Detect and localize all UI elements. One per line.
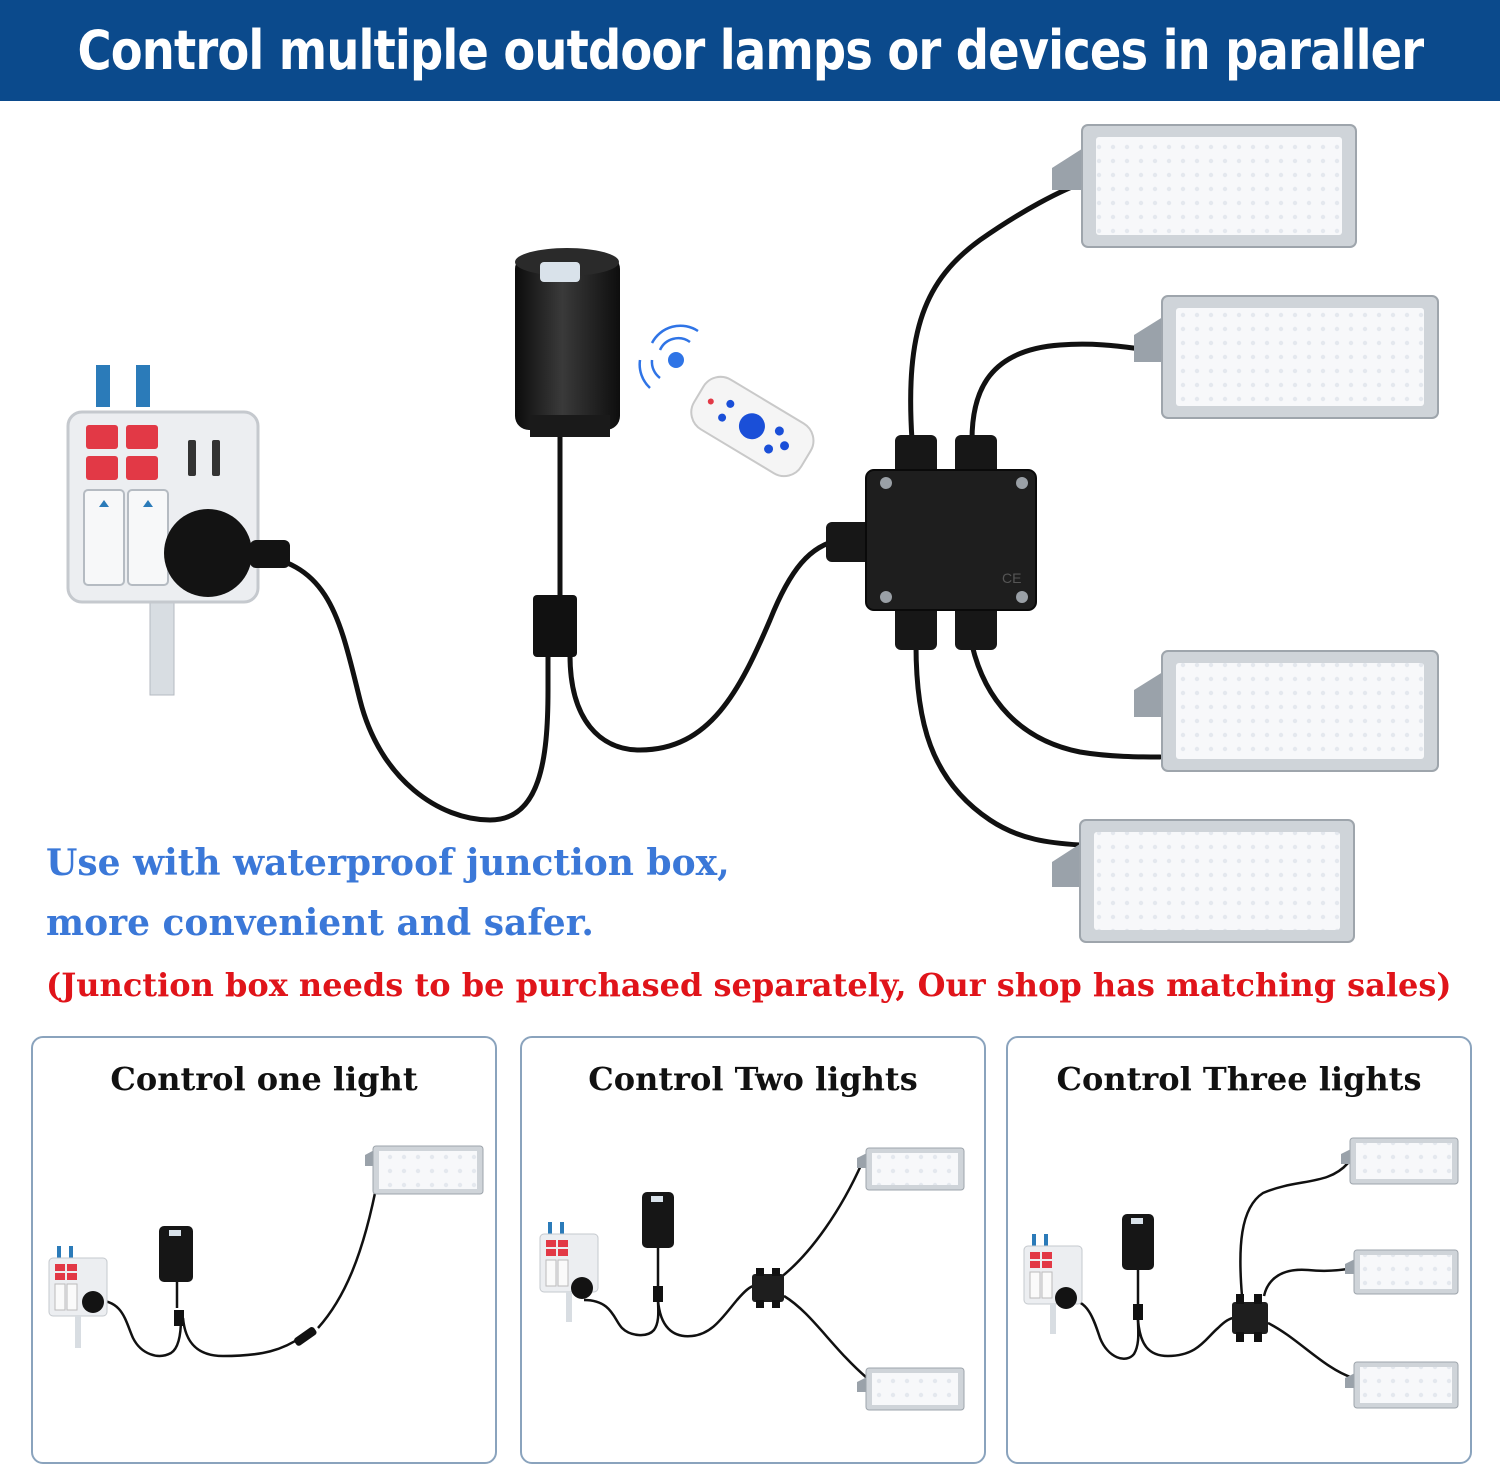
flood-lamp-bottom xyxy=(1345,1361,1459,1409)
wall-socket-icon xyxy=(539,1222,599,1322)
flood-lamp-2 xyxy=(1134,295,1439,419)
receiver-controller-icon xyxy=(159,1226,193,1326)
wall-socket-icon xyxy=(66,365,290,696)
flood-lamp-top xyxy=(1341,1137,1459,1185)
panel-one-diagram xyxy=(48,1145,484,1358)
panel-two-lights: Control Two lights xyxy=(520,1036,986,1464)
panel-title: Control Three lights xyxy=(1056,1060,1422,1098)
ce-mark: CE xyxy=(1002,570,1021,586)
panel-two-diagram xyxy=(539,1147,965,1411)
main-wiring-diagram: CE xyxy=(66,124,1439,943)
panel-title: Control Two lights xyxy=(588,1060,918,1098)
panel-three-lights: Control Three lights xyxy=(1006,1036,1472,1464)
wall-socket-icon xyxy=(48,1246,108,1348)
junction-box-icon xyxy=(1232,1294,1268,1342)
flood-lamp-top xyxy=(857,1147,965,1191)
cables xyxy=(247,177,1163,848)
panel-title: Control one light xyxy=(110,1060,418,1098)
wall-socket-icon xyxy=(1023,1234,1083,1334)
panel-three-diagram xyxy=(1023,1137,1459,1409)
receiver-controller-icon xyxy=(642,1192,674,1302)
remote-control-icon xyxy=(638,324,815,478)
junction-box-icon xyxy=(752,1268,784,1308)
flood-lamp-4 xyxy=(1052,819,1355,943)
flood-lamp xyxy=(365,1145,484,1195)
page-title: Control multiple outdoor lamps or device… xyxy=(77,19,1424,82)
flood-lamp-bottom xyxy=(857,1367,965,1411)
receiver-controller-icon xyxy=(515,248,620,657)
receiver-controller-icon xyxy=(1122,1214,1154,1320)
flood-lamp-1 xyxy=(1052,124,1357,248)
flood-lamp-middle xyxy=(1345,1249,1459,1295)
junction-box-icon: CE xyxy=(826,435,1037,650)
panel-one-light: Control one light xyxy=(31,1036,497,1464)
header-banner: Control multiple outdoor lamps or device… xyxy=(0,0,1500,101)
caption-note: (Junction box needs to be purchased sepa… xyxy=(46,966,1452,1004)
inline-connector xyxy=(294,1327,317,1346)
flood-lamp-3 xyxy=(1134,650,1439,772)
caption-line-2: more convenient and safer. xyxy=(46,902,594,944)
caption-line-1: Use with waterproof junction box, xyxy=(46,842,730,884)
